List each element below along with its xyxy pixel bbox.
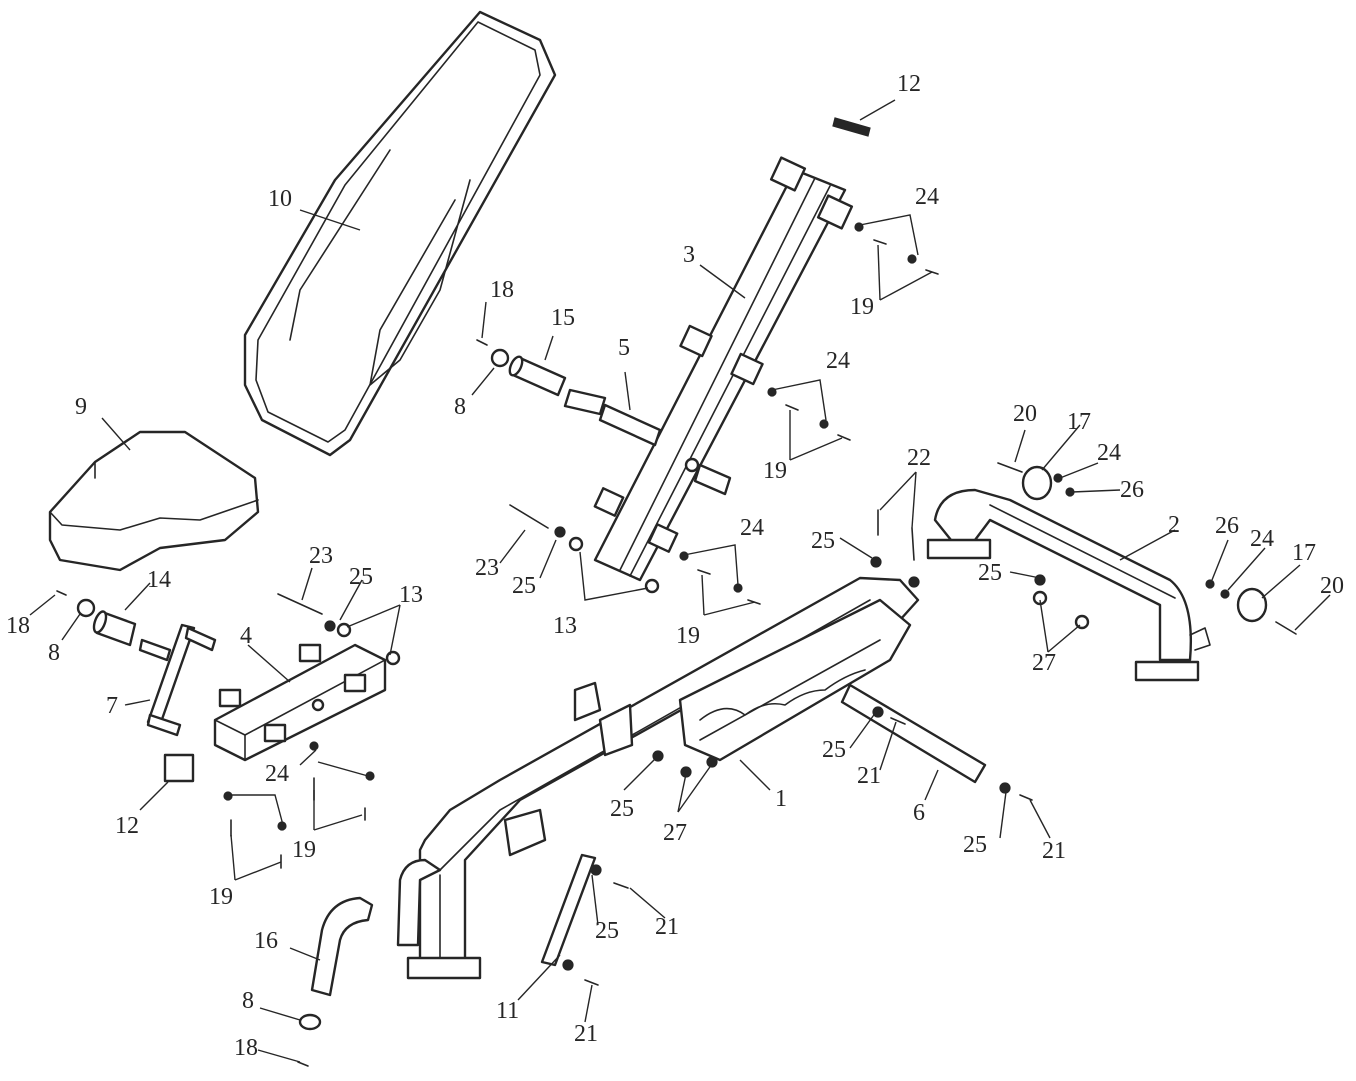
part-7-seat-bracket	[138, 623, 217, 737]
callout-8b: 8	[48, 640, 60, 666]
callout-22: 22	[907, 445, 931, 471]
part-4-seat-frame	[213, 643, 387, 762]
callout-23a: 23	[309, 543, 333, 569]
callout-24c: 24	[740, 515, 764, 541]
callout-25c: 25	[811, 528, 835, 554]
callout-25a: 25	[349, 564, 373, 590]
callout-20b: 20	[1320, 573, 1344, 599]
part-12-end-caps	[163, 117, 871, 783]
part-14-bushing	[92, 610, 137, 647]
callout-3: 3	[683, 242, 695, 268]
callout-19e: 19	[209, 884, 233, 910]
part-15-sleeve	[508, 355, 567, 397]
callout-labels: 1 2 3 4 5 6 7 8 8 8 9 10 11 12 12 13 13 …	[6, 71, 1344, 1061]
callout-26a: 26	[1120, 477, 1144, 503]
callout-17a: 17	[1067, 409, 1091, 435]
callout-25g: 25	[963, 832, 987, 858]
callout-5: 5	[618, 335, 630, 361]
part-2-rear-stabilizer	[926, 488, 1211, 682]
callout-12b: 12	[115, 813, 139, 839]
callout-21d: 21	[574, 1021, 598, 1047]
part-9-seat-pad	[48, 430, 260, 572]
callout-27a: 27	[1032, 650, 1056, 676]
callout-1: 1	[775, 786, 787, 812]
part-8-washers	[76, 348, 510, 1031]
callout-24f: 24	[265, 761, 289, 787]
callout-27b: 27	[663, 820, 687, 846]
callout-19c: 19	[676, 623, 700, 649]
callout-7: 7	[106, 693, 118, 719]
callout-21b: 21	[1042, 838, 1066, 864]
callout-2: 2	[1168, 512, 1180, 538]
callout-25b: 25	[512, 573, 536, 599]
callout-19a: 19	[850, 294, 874, 320]
callout-19d: 19	[292, 837, 316, 863]
part-11-link-bar	[540, 853, 597, 967]
callout-8a: 8	[454, 394, 466, 420]
callout-11: 11	[496, 998, 519, 1024]
callout-23b: 23	[475, 555, 499, 581]
callout-24a: 24	[915, 184, 939, 210]
callout-19b: 19	[763, 458, 787, 484]
callout-18c: 18	[234, 1035, 258, 1061]
callout-24b: 24	[826, 348, 850, 374]
part-1-main-frame	[396, 576, 920, 980]
part-5-pivot-tube	[563, 388, 732, 496]
part-10-backrest-pad	[243, 10, 557, 457]
callout-21a: 21	[857, 763, 881, 789]
callout-25f: 25	[610, 796, 634, 822]
callout-24d: 24	[1097, 440, 1121, 466]
callout-13a: 13	[399, 582, 423, 608]
callout-15: 15	[551, 305, 575, 331]
callout-21c: 21	[655, 914, 679, 940]
callout-25e: 25	[822, 737, 846, 763]
leader-lines	[29, 99, 1331, 1063]
part-17-wheels	[1021, 465, 1268, 623]
callout-12a: 12	[897, 71, 921, 97]
callout-17b: 17	[1292, 540, 1316, 566]
callout-25h: 25	[595, 918, 619, 944]
callout-13b: 13	[553, 613, 577, 639]
callout-26b: 26	[1215, 513, 1239, 539]
callout-6: 6	[913, 800, 925, 826]
part-16-handle-grip	[310, 896, 374, 997]
callout-10: 10	[268, 186, 292, 212]
callout-18a: 18	[490, 277, 514, 303]
part-3-upright-frame	[593, 156, 854, 582]
callout-8c: 8	[242, 988, 254, 1014]
callout-20a: 20	[1013, 401, 1037, 427]
callout-16: 16	[254, 928, 278, 954]
callout-24e: 24	[1250, 526, 1274, 552]
callout-18b: 18	[6, 613, 30, 639]
callout-14: 14	[147, 567, 171, 593]
callout-9: 9	[75, 394, 87, 420]
callout-25d: 25	[978, 560, 1002, 586]
callout-4: 4	[240, 623, 252, 649]
